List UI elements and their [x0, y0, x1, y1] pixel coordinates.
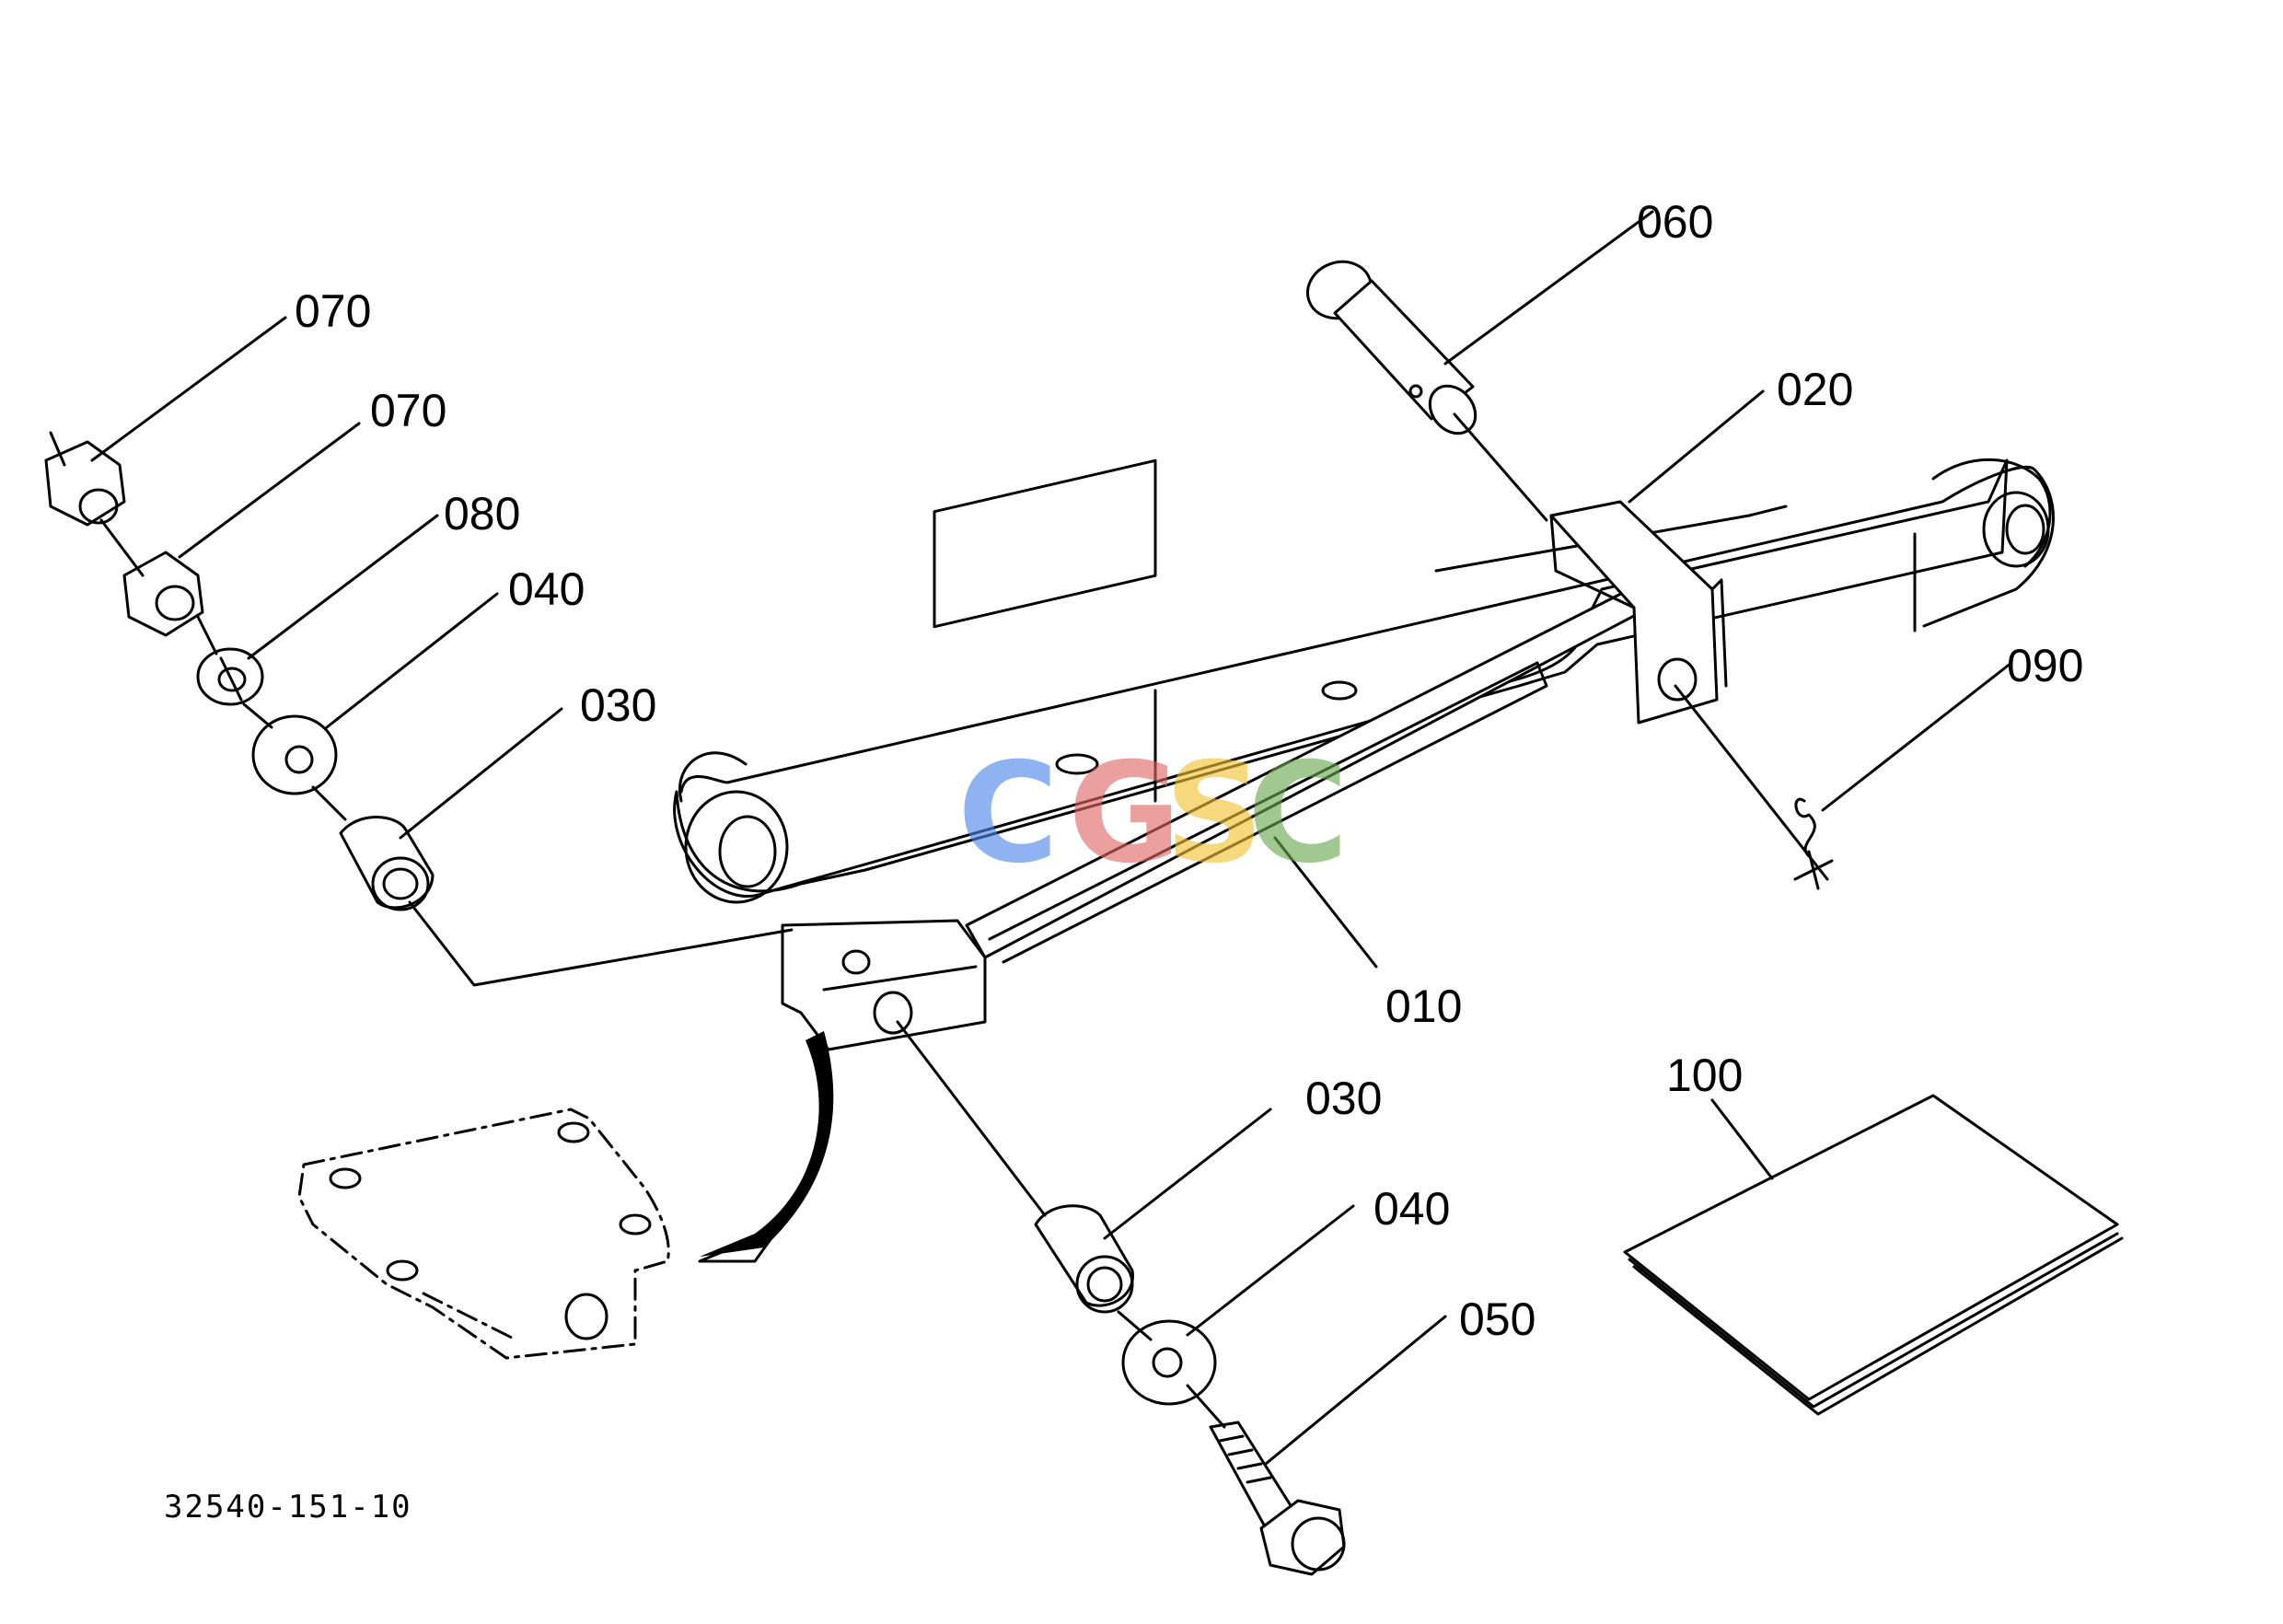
nut-070-upper — [44, 440, 126, 527]
callout-060: 060 — [1637, 196, 1713, 248]
callout-010: 010 — [1385, 980, 1462, 1032]
bushing-030-upper — [339, 816, 435, 911]
callout-040-upper: 040 — [508, 563, 585, 615]
bolt-050 — [1209, 1421, 1346, 1576]
callout-070-lower: 070 — [370, 385, 446, 436]
watermark-letter: S — [1165, 734, 1264, 894]
callout-080: 080 — [444, 488, 520, 539]
drawing-number: 32540-151-10 — [164, 1489, 412, 1525]
washer-040-upper — [251, 714, 338, 795]
callout-020: 020 — [1777, 364, 1853, 415]
watermark-letter: G — [1068, 734, 1181, 894]
detail-arrow — [698, 1031, 834, 1263]
watermark-logo: C G S C — [957, 734, 1349, 894]
top-link-arm — [673, 458, 2055, 904]
pin-060 — [1306, 260, 1478, 435]
callout-040-lower: 040 — [1373, 1183, 1450, 1235]
mounting-bracket-detail — [297, 1108, 670, 1360]
watermark-letter: C — [1247, 734, 1349, 894]
lock-washer-080 — [196, 647, 264, 706]
callout-090: 090 — [2007, 640, 2083, 691]
inner-rod — [781, 564, 1686, 1051]
leader-lines — [49, 210, 2013, 1466]
watermark-letter: C — [957, 734, 1059, 894]
washer-040-lower — [1121, 1319, 1217, 1406]
nut-070-lower — [122, 551, 204, 637]
manual-100 — [1623, 1094, 2124, 1416]
bushing-030-lower — [1034, 1204, 1134, 1314]
guide-bracket — [1549, 500, 1728, 725]
callout-100: 100 — [1666, 1050, 1743, 1101]
callout-050: 050 — [1459, 1293, 1536, 1345]
callout-070-upper: 070 — [295, 285, 371, 337]
callout-030-lower: 030 — [1305, 1073, 1382, 1124]
callout-030-upper: 030 — [580, 679, 656, 731]
